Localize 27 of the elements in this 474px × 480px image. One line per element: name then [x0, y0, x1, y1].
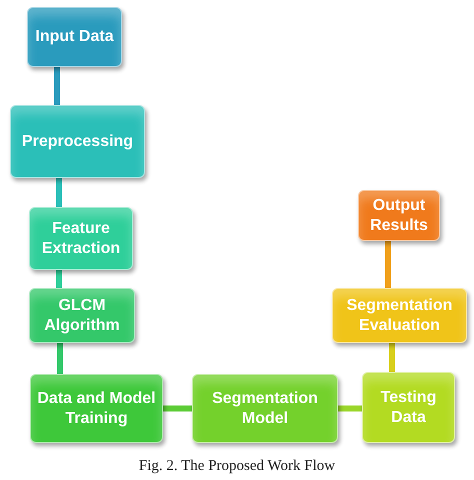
connector-line: [57, 343, 63, 374]
connector-line: [163, 406, 192, 412]
connector-line: [338, 406, 362, 412]
connector-line: [56, 178, 62, 207]
connector-line: [54, 67, 60, 105]
box-label: Feature Extraction: [40, 219, 122, 258]
process-box: [192, 374, 338, 443]
box-label: Output Results: [369, 196, 429, 235]
process-box: [27, 7, 122, 67]
connector-line: [385, 241, 391, 288]
box-label: Testing Data: [380, 388, 438, 427]
process-box: [10, 105, 145, 178]
process-box: [332, 288, 467, 343]
connector-line: [56, 270, 62, 288]
figure-caption: Fig. 2. The Proposed Work Flow: [138, 458, 336, 475]
box-label: Input Data: [34, 27, 115, 47]
connector-line: [389, 343, 395, 372]
process-box: [29, 207, 133, 270]
box-label: Segmentation Evaluation: [346, 296, 454, 335]
process-box: [29, 288, 135, 343]
box-label: GLCM Algorithm: [43, 296, 121, 335]
process-box: [362, 372, 455, 443]
box-label: Preprocessing: [20, 132, 134, 152]
box-label: Segmentation Model: [211, 389, 319, 428]
box-label: Data and Model Training: [36, 389, 157, 428]
process-box: [30, 374, 163, 443]
process-box: [358, 190, 440, 241]
